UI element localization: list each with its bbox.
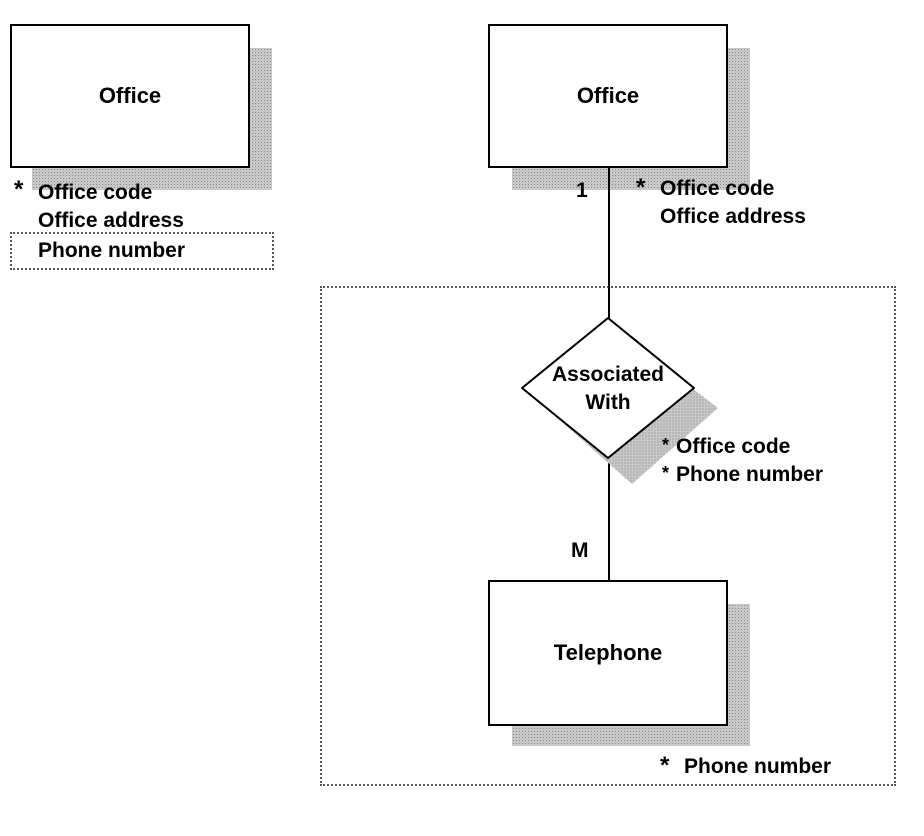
relationship-attr-office-code: Office code <box>676 435 791 458</box>
left-office-attr-code: Office code <box>38 181 153 204</box>
cardinality-many: M <box>571 539 589 562</box>
left-office-key-marker: * <box>14 176 24 203</box>
right-office-entity: Office <box>488 24 728 168</box>
left-office-entity: Office <box>10 24 250 168</box>
telephone-key-marker: * <box>660 752 670 779</box>
connector-relationship-telephone <box>608 458 610 582</box>
right-office-attr-code: Office code <box>660 177 775 200</box>
telephone-name: Telephone <box>553 640 663 665</box>
relationship-name-line2: With <box>585 391 631 414</box>
left-office-name: Office <box>98 83 162 108</box>
relationship-attr-marker-2: * <box>662 463 670 483</box>
phone-number-group <box>10 232 274 270</box>
cardinality-one: 1 <box>576 179 588 202</box>
right-office-key-marker: * <box>636 174 646 201</box>
relationship-attr-phone-number: Phone number <box>676 463 824 486</box>
left-office-attr-phone: Phone number <box>38 239 186 262</box>
relationship-attr-marker-1: * <box>662 435 670 455</box>
telephone-attr-phone: Phone number <box>684 755 832 778</box>
connector-office-relationship <box>608 168 610 320</box>
relationship-diamond <box>521 317 695 459</box>
right-office-attr-address: Office address <box>660 205 806 228</box>
left-office-attr-address: Office address <box>38 209 184 232</box>
telephone-entity: Telephone <box>488 580 728 726</box>
right-office-name: Office <box>576 83 640 108</box>
relationship-name-line1: Associated <box>551 363 665 386</box>
